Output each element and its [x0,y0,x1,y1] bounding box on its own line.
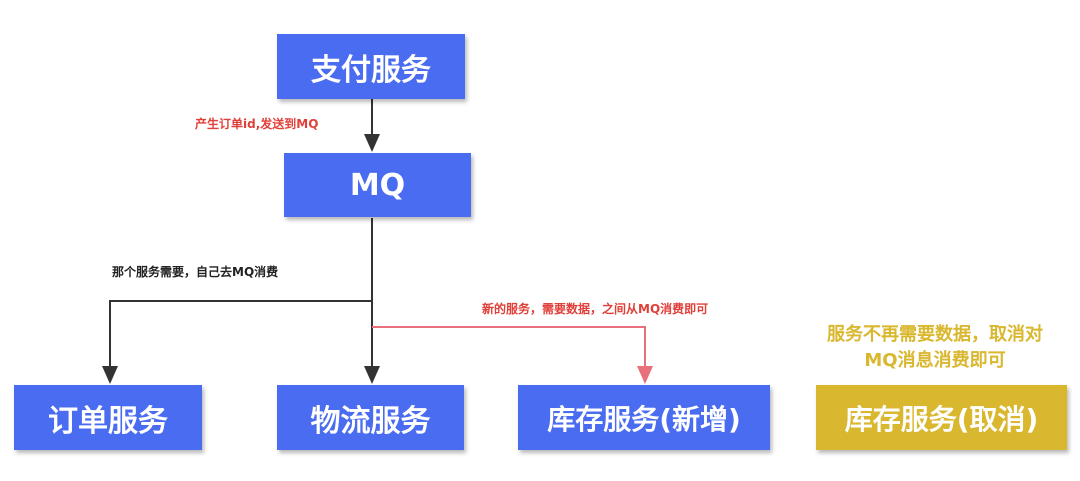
arrow-mq-to-inventory-new [372,326,653,384]
mq-label: MQ [349,167,406,203]
cancel-annotation-line-2: MQ消息消费即可 [864,350,1006,371]
order-service-label: 订单服务 [48,403,168,439]
cancel-annotation-line-1: 服务不再需要数据，取消对 [827,324,1043,345]
arrow-mq-to-order [102,300,372,384]
consume-self-annotation: 那个服务需要，自己去MQ消费 [112,265,279,279]
new-service-annotation: 新的服务，需要数据，之间从MQ消费即可 [482,302,709,316]
order-service-node: 订单服务 [14,385,202,450]
inventory-new-service-node: 库存服务(新增) [518,385,770,450]
mq-node: MQ [284,153,471,217]
cancel-annotation: 服务不再需要数据，取消对 MQ消息消费即可 [800,322,1070,374]
inventory-cancel-service-label: 库存服务(取消) [844,402,1039,436]
logistics-service-node: 物流服务 [277,385,464,450]
logistics-service-label: 物流服务 [310,403,431,439]
produce-annotation: 产生订单id,发送到MQ [195,117,319,131]
inventory-new-service-label: 库存服务(新增) [547,402,741,436]
inventory-cancel-service-node: 库存服务(取消) [816,385,1067,450]
payment-service-label: 支付服务 [311,52,431,88]
payment-service-node: 支付服务 [277,34,465,99]
